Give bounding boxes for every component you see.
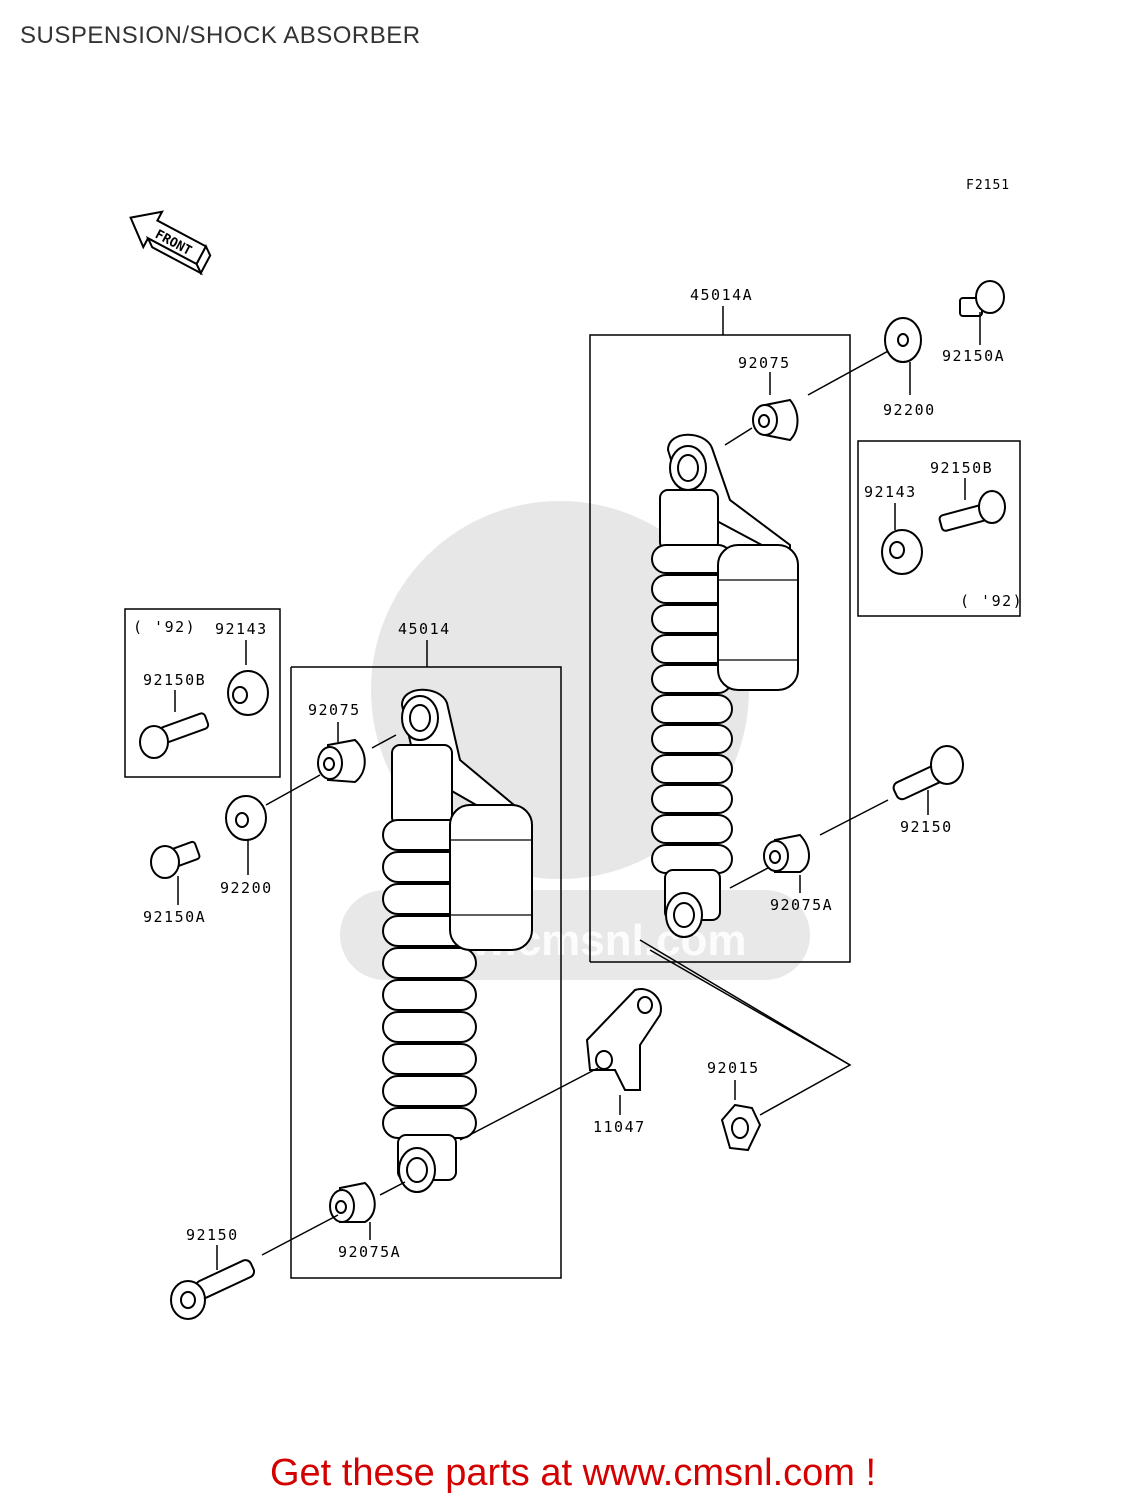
bushing-92143-left <box>227 670 269 716</box>
part-label-92015: 92015 <box>707 1059 760 1077</box>
year-label-left: ( '92) <box>133 618 196 636</box>
part-label-92075A-left: 92075A <box>338 1243 401 1261</box>
part-label-92143-left: 92143 <box>215 620 268 638</box>
bushing-92075-left <box>317 738 366 784</box>
part-label-92150-left: 92150 <box>186 1226 239 1244</box>
part-label-92075-left: 92075 <box>308 701 361 719</box>
bolt-92150-left <box>170 1259 256 1320</box>
front-arrow-icon: FRONT <box>129 210 212 276</box>
washer-92200-left <box>225 795 267 841</box>
part-label-11047: 11047 <box>593 1118 646 1136</box>
shock-absorber-right <box>651 433 799 938</box>
year-label-right: ( '92) <box>960 592 1023 610</box>
assembly-45014: 45014 9207 <box>290 620 562 1279</box>
bracket-11047 <box>585 988 662 1091</box>
ref-code: F2151 <box>966 178 1010 193</box>
bolt-92150A-left <box>150 840 201 879</box>
part-label-92143-right: 92143 <box>864 483 917 501</box>
bushing-92075A-right <box>763 833 810 873</box>
part-label-45014A: 45014A <box>690 286 753 304</box>
part-label-92200-right: 92200 <box>883 401 936 419</box>
bushing-92075-right <box>752 398 799 442</box>
nut-92015 <box>720 1103 762 1152</box>
part-label-92150-right: 92150 <box>900 818 953 836</box>
part-label-92075A-right: 92075A <box>770 896 833 914</box>
footer-shop-link[interactable]: Get these parts at www.cmsnl.com ! <box>269 1452 877 1494</box>
bolt-92150B-right <box>938 490 1006 532</box>
part-label-92150A-right: 92150A <box>942 347 1005 365</box>
spring-coils-right <box>651 544 733 874</box>
bolt-92150B-left <box>139 712 210 759</box>
washer-92200-right <box>884 317 922 363</box>
bushing-92143-right <box>881 529 923 575</box>
option-box-92-right: 92150B 92143 ( '92) <box>857 440 1023 617</box>
shock-absorber-left <box>382 688 533 1193</box>
part-label-92200-left: 92200 <box>220 879 273 897</box>
part-label-92150B-right: 92150B <box>930 459 993 477</box>
part-label-92150A-left: 92150A <box>143 908 206 926</box>
part-label-92075-right: 92075 <box>738 354 791 372</box>
part-label-92150B-left: 92150B <box>143 671 206 689</box>
bolt-92150A-right <box>959 280 1005 317</box>
part-label-45014: 45014 <box>398 620 451 638</box>
page-title: SUSPENSION/SHOCK ABSORBER <box>20 22 421 49</box>
bushing-92075A-left <box>329 1181 376 1223</box>
bolt-92150-right <box>892 745 964 801</box>
assembly-45014A: 45014A <box>589 286 891 963</box>
option-box-92-left: ( '92) 92143 92150B <box>124 608 281 778</box>
